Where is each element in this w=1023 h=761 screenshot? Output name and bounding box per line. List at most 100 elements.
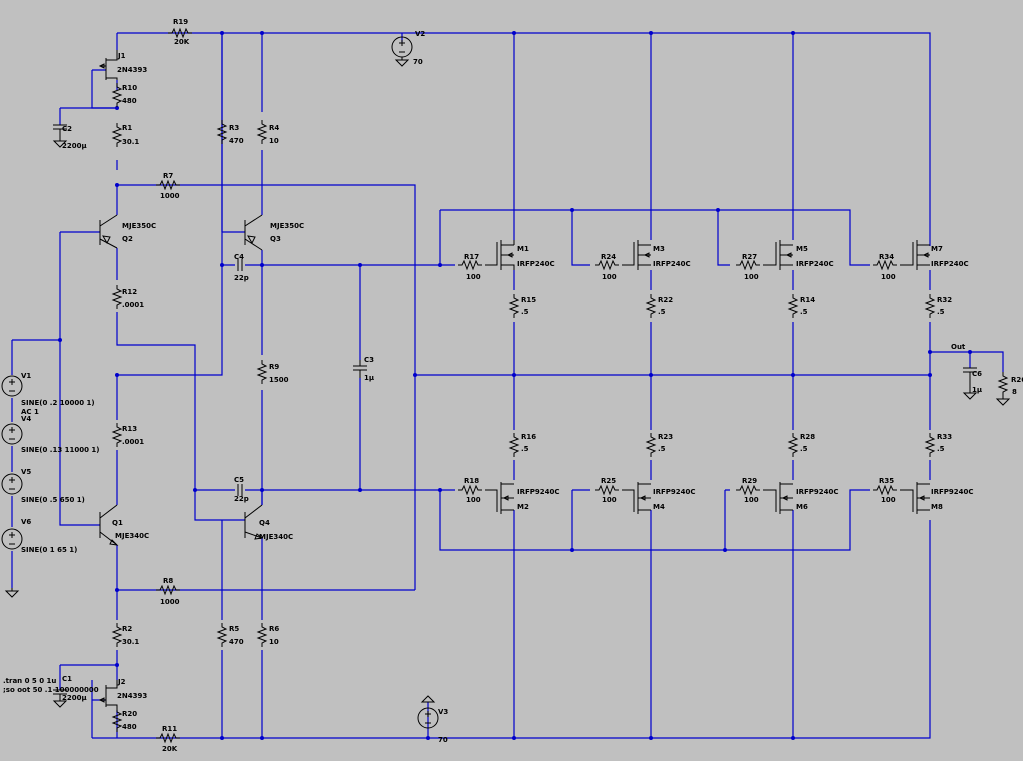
resistor-r23[interactable]: R23 .5	[646, 432, 673, 458]
r24-value: 100	[602, 273, 617, 281]
resistor-r17[interactable]: R17 100	[457, 253, 483, 281]
transistor-q3[interactable]: MJE350C Q3	[244, 214, 304, 251]
q4-value: MJE340C	[259, 533, 293, 541]
resistor-r27[interactable]: R27 100	[735, 253, 761, 281]
resistor-r22[interactable]: R22 .5	[646, 293, 673, 319]
resistor-r29[interactable]: R29 100	[735, 477, 761, 504]
resistor-r13[interactable]: R13 .0001	[112, 422, 144, 448]
resistor-r14[interactable]: R14 .5	[788, 293, 815, 319]
c6-name: C6	[972, 370, 982, 378]
vsource-v5[interactable]: V5 SINE(0 .5 650 1)	[1, 468, 85, 504]
resistor-r11[interactable]: R11 20K	[155, 725, 181, 753]
vsource-v1[interactable]: V1 SINE(0 .2 10000 1) AC 1	[1, 372, 95, 416]
capacitor-c3[interactable]: C3 1µ	[353, 356, 374, 382]
mosfet-m2[interactable]: IRFP9240C M2	[485, 482, 560, 514]
resistor-r33[interactable]: R33 .5	[925, 432, 952, 458]
m2-name: M2	[517, 503, 529, 511]
mosfet-m3[interactable]: M3 IRFP240C	[622, 240, 691, 270]
r12-name: R12	[122, 288, 137, 296]
resistor-r7[interactable]: R7 1000	[155, 172, 181, 200]
v6-value: SINE(0 1 65 1)	[21, 546, 77, 554]
transistor-q1[interactable]: Q1 MJE340C	[99, 504, 149, 546]
capacitor-c6[interactable]: C6 1µ	[963, 367, 982, 400]
r4-value: 10	[269, 137, 279, 145]
r20-name: R20	[122, 710, 137, 718]
q1-name: Q1	[112, 519, 123, 527]
v5-value: SINE(0 .5 650 1)	[21, 496, 85, 504]
q4-name: Q4	[259, 519, 270, 527]
r27-name: R27	[742, 253, 757, 261]
r14-value: .5	[800, 308, 808, 316]
v4-value: SINE(0 .13 11000 1)	[21, 446, 100, 454]
resistor-r12[interactable]: R12 .0001	[112, 284, 144, 310]
r9-name: R9	[269, 363, 279, 371]
resistor-r10[interactable]: R10 480	[112, 82, 137, 108]
resistor-r28[interactable]: R28 .5	[788, 432, 815, 458]
r19-name: R19	[173, 18, 188, 26]
c5-name: C5	[234, 476, 244, 484]
m7-name: M7	[931, 245, 943, 253]
resistor-r1[interactable]: R1 30.1	[112, 122, 139, 148]
jfet-j2[interactable]: J2 2N4393	[98, 678, 147, 710]
c2-name: C2	[62, 125, 72, 133]
vsource-v2[interactable]: V2 70	[391, 30, 425, 67]
r7-value: 1000	[160, 192, 180, 200]
resistor-r9[interactable]: R9 1500	[257, 359, 289, 385]
r26-value: 8	[1012, 388, 1017, 396]
resistor-r5[interactable]: R5 470	[217, 622, 244, 648]
resistor-r24[interactable]: R24 100	[594, 253, 620, 281]
j2-name: J2	[117, 678, 126, 686]
r33-value: .5	[937, 445, 945, 453]
jfet-j1[interactable]: J1 2N4393	[98, 50, 147, 80]
transistor-q2[interactable]: MJE350C Q2	[99, 214, 156, 249]
vsource-v3[interactable]: V3 70	[417, 695, 448, 744]
mosfet-m8[interactable]: IRFP9240C M8	[900, 482, 974, 514]
c5-value: 22p	[234, 495, 249, 503]
r23-value: .5	[658, 445, 666, 453]
r14-name: R14	[800, 296, 815, 304]
resistor-r20[interactable]: R20 480	[112, 707, 137, 733]
mosfet-m7[interactable]: M7 IRFP240C	[900, 240, 969, 270]
r8-name: R8	[163, 577, 173, 585]
resistor-r32[interactable]: R32 .5	[925, 293, 952, 319]
r11-name: R11	[162, 725, 177, 733]
resistor-r35[interactable]: R35 100	[872, 477, 898, 504]
transistor-q4[interactable]: Q4 MJE340C	[244, 504, 293, 541]
r19-value: 20K	[174, 38, 190, 46]
r10-name: R10	[122, 84, 137, 92]
mosfet-m1[interactable]: M1 IRFP240C	[485, 240, 555, 270]
q3-value: MJE350C	[270, 222, 304, 230]
vsource-v4[interactable]: V4 SINE(0 .13 11000 1)	[1, 415, 100, 454]
v3-value: 70	[438, 736, 448, 744]
resistor-r15[interactable]: R15 .5	[509, 293, 536, 319]
resistor-r3[interactable]: R3 470	[217, 119, 244, 145]
capacitor-c2[interactable]: C2 2200µ	[53, 124, 87, 150]
m4-name: M4	[653, 503, 665, 511]
resistor-r26[interactable]: R26 8	[996, 371, 1023, 406]
resistor-r4[interactable]: R4 10	[257, 119, 279, 145]
resistor-r2[interactable]: R2 30.1	[112, 622, 139, 648]
wires	[11, 32, 1004, 739]
r5-name: R5	[229, 625, 239, 633]
capacitor-c5[interactable]: C5 22p	[234, 476, 249, 503]
resistor-r25[interactable]: R25 100	[594, 477, 620, 504]
mosfet-m4[interactable]: IRFP9240C M4	[622, 482, 696, 514]
mosfet-m6[interactable]: IRFP9240C M6	[763, 482, 839, 514]
resistor-r6[interactable]: R6 10	[257, 622, 279, 648]
resistor-r16[interactable]: R16 .5	[509, 432, 536, 458]
capacitor-c1[interactable]: C1 2200µ	[53, 675, 87, 708]
resistor-r19[interactable]: R19 20K	[167, 18, 193, 46]
capacitor-c4[interactable]: C4 22p	[234, 253, 249, 282]
r34-name: R34	[879, 253, 894, 261]
resistor-r34[interactable]: R34 100	[872, 253, 898, 281]
r11-value: 20K	[162, 745, 178, 753]
j2-value: 2N4393	[117, 692, 147, 700]
r17-name: R17	[464, 253, 479, 261]
v3-name: V3	[438, 708, 448, 716]
mosfet-m5[interactable]: M5 IRFP240C	[763, 240, 834, 270]
resistor-r8[interactable]: R8 1000	[155, 577, 181, 606]
m1-value: IRFP240C	[517, 260, 555, 268]
vsource-v6[interactable]: V6 SINE(0 1 65 1)	[1, 518, 77, 554]
resistor-r18[interactable]: R18 100	[457, 477, 483, 504]
